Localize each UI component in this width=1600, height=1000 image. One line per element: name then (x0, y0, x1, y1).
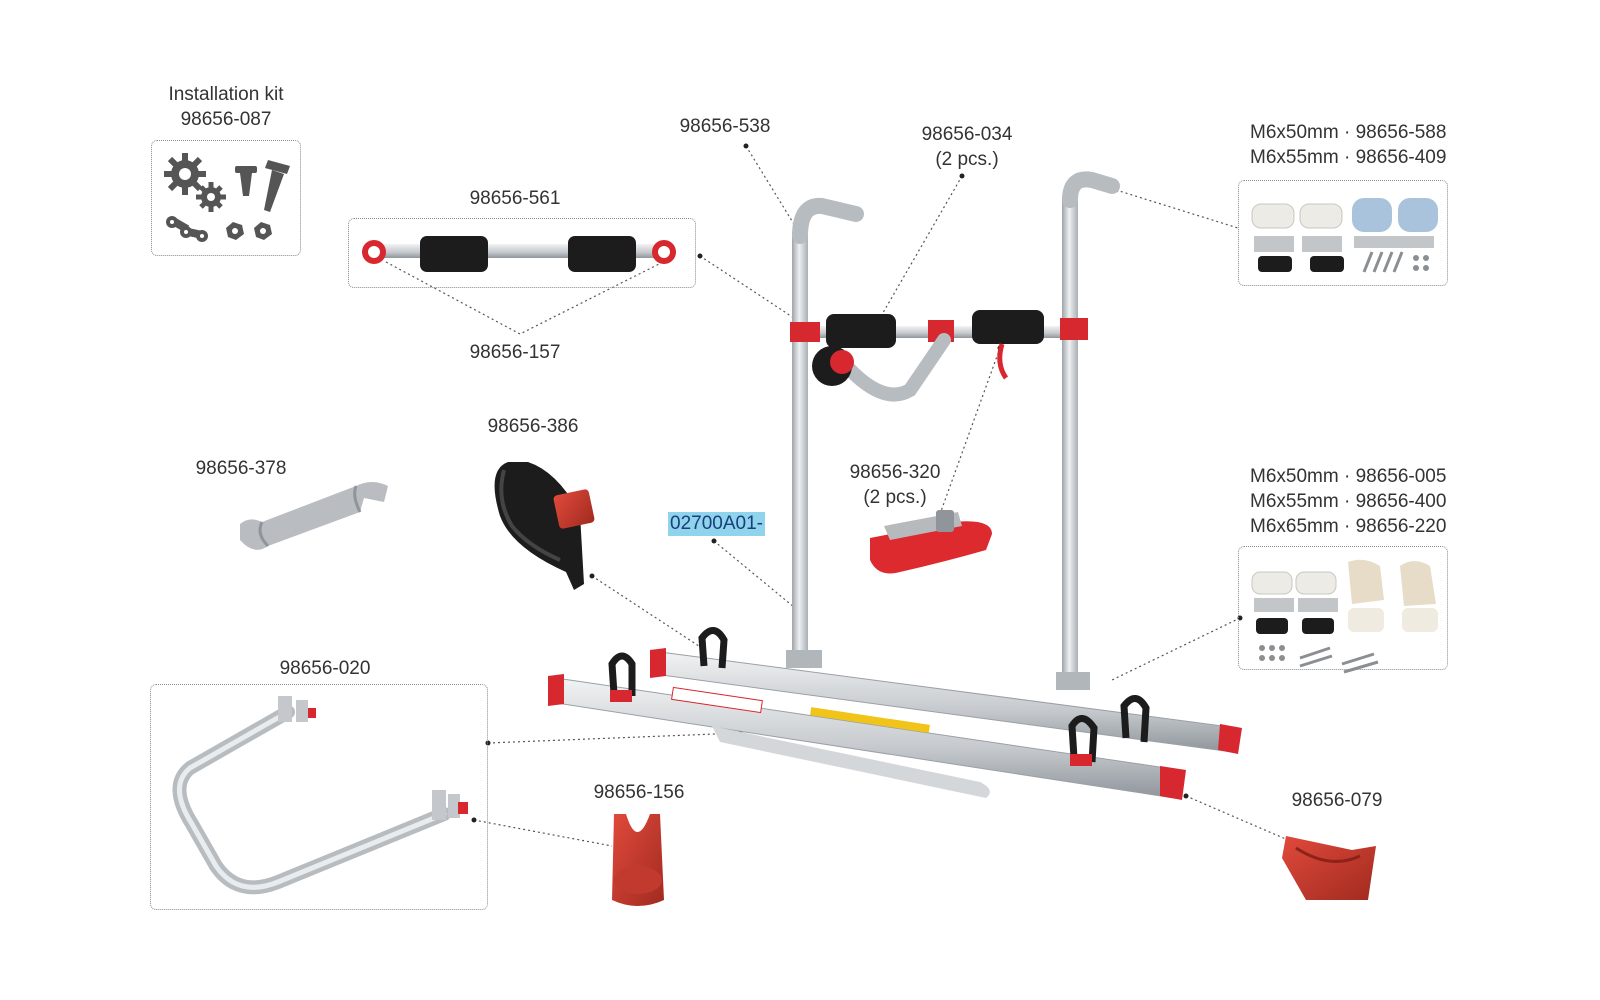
part-label-561: 98656-561 (440, 186, 590, 211)
nut-icon (254, 222, 272, 240)
part-label-034: 98656-034 (2 pcs.) (892, 122, 1042, 172)
foot-variant: M6x55mm · 98656-400 (1250, 491, 1447, 512)
foot-set-2-label: M6x50mm · 98656-005 M6x55mm · 98656-400 … (1250, 464, 1446, 539)
strap-320 (870, 510, 992, 574)
part-label-538: 98656-538 (650, 114, 800, 139)
part-code: 98656-561 (469, 188, 561, 209)
screw-icon (264, 160, 290, 212)
installation-kit-label: Installation kit 98656-087 (151, 82, 301, 132)
foot-set-1-box (1238, 180, 1448, 286)
part-label-386: 98656-386 (458, 414, 608, 439)
highlighted-part-code: 02700A01- (668, 512, 765, 536)
installation-kit-box (151, 140, 301, 256)
leader-lines (385, 145, 1289, 847)
part-code: 98656-079 (1291, 790, 1383, 811)
foot-set-1 (1251, 198, 1438, 273)
part-label-378: 98656-378 (166, 456, 316, 481)
gear-icon (196, 182, 226, 212)
foot-set-2 (1251, 559, 1438, 674)
part-label-079: 98656-079 (1262, 788, 1412, 813)
part-code: 98656-156 (593, 782, 685, 803)
part-code: 98656-378 (195, 458, 287, 479)
holder-378 (240, 482, 388, 550)
installation-kit-title: Installation kit (168, 84, 284, 105)
strap-386 (494, 462, 595, 590)
foot-variant: M6x55mm · 98656-409 (1250, 147, 1447, 168)
part-label-156: 98656-156 (564, 780, 714, 805)
chain-icon (166, 216, 208, 242)
gear-icon (164, 153, 206, 195)
part-code: 98656-020 (279, 658, 371, 679)
foot-variant: M6x50mm · 98656-005 (1250, 466, 1447, 487)
crossbar-561-box (348, 218, 696, 288)
foot-variant: M6x65mm · 98656-220 (1250, 516, 1447, 537)
nut-icon (226, 222, 244, 240)
part-quantity: (2 pcs.) (863, 487, 927, 508)
part-code: 98656-157 (469, 342, 561, 363)
screw-icon (235, 166, 257, 196)
part-code: 98656-320 (849, 462, 941, 483)
bike-carrier (548, 171, 1242, 800)
crossbar-561 (362, 236, 676, 272)
part-quantity: (2 pcs.) (935, 149, 999, 170)
part-code: 98656-538 (679, 116, 771, 137)
foot-variant: M6x50mm · 98656-588 (1250, 122, 1447, 143)
part-label-020: 98656-020 (250, 656, 400, 681)
foot-set-1-label: M6x50mm · 98656-588 M6x55mm · 98656-409 (1250, 120, 1446, 170)
cap-079 (1282, 836, 1376, 900)
foot-set-2-box (1238, 546, 1448, 670)
part-label-157: 98656-157 (440, 340, 590, 365)
frame-020-box (150, 684, 488, 910)
part-code: 98656-034 (921, 124, 1013, 145)
frame-020 (172, 696, 468, 895)
part-code: 98656-386 (487, 416, 579, 437)
holder-156 (612, 814, 664, 906)
installation-kit-code: 98656-087 (180, 109, 272, 130)
installation-kit-icons (164, 153, 290, 242)
part-label-320: 98656-320 (2 pcs.) (820, 460, 970, 510)
